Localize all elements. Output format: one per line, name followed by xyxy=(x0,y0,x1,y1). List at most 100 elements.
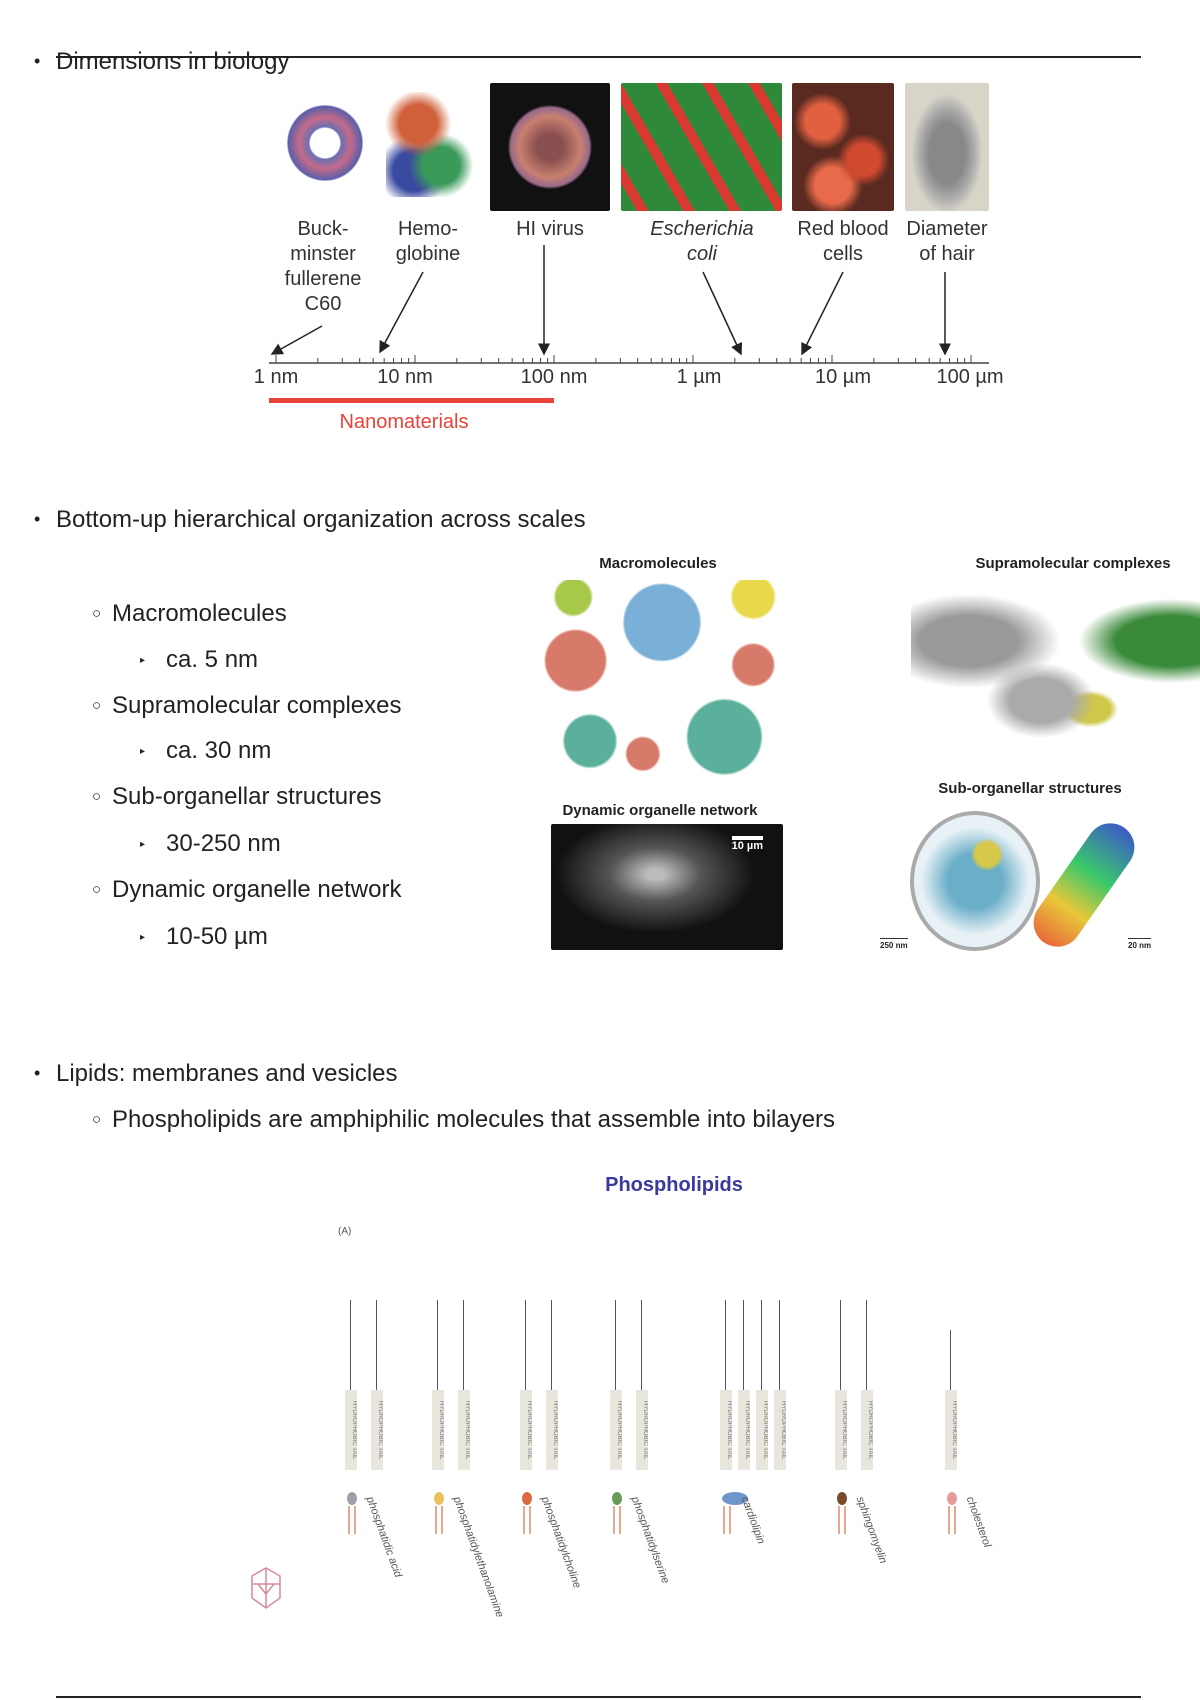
supramolecular-image xyxy=(911,590,1200,760)
level-size: ▸30-250 nm xyxy=(140,830,281,857)
lipid-name: phosphatidic acid xyxy=(363,1495,405,1579)
hydrophobic-tail: HYDROPHOBIC TAIL xyxy=(835,1390,847,1470)
suborganellar-image-1 xyxy=(910,811,1040,951)
bottom-rule xyxy=(56,1696,1141,1698)
hydrophobic-tail: HYDROPHOBIC TAIL xyxy=(636,1390,648,1470)
hydrophobic-tail: HYDROPHOBIC TAIL xyxy=(520,1390,532,1470)
chemical-bond xyxy=(350,1300,351,1390)
hydrophobic-tail: HYDROPHOBIC TAIL xyxy=(774,1390,786,1470)
phospholipids-title: Phospholipids xyxy=(605,1174,743,1196)
hydrophobic-tail: HYDROPHOBIC TAIL xyxy=(371,1390,383,1470)
axis-ticks xyxy=(275,355,972,363)
bullet-text: Bottom-up hierarchical organization acro… xyxy=(56,506,586,533)
dynamic-network-title: Dynamic organelle network xyxy=(562,802,758,819)
tail-icon xyxy=(613,1506,621,1534)
lipid-name: cholesterol xyxy=(963,1495,994,1550)
bullet-hierarchy: •Bottom-up hierarchical organization acr… xyxy=(34,506,586,533)
red-blood-cells-image xyxy=(792,83,894,211)
arrow-rbc xyxy=(801,271,844,356)
bullet-dimensions: •Dimensions in biology xyxy=(34,48,290,75)
tick-label: 1 µm xyxy=(676,366,722,388)
tick-label: 1 nm xyxy=(253,366,299,388)
head-group-icon xyxy=(522,1492,532,1505)
arrow-fullerene xyxy=(270,325,323,355)
top-rule xyxy=(56,56,1141,58)
organelle-network-image: 10 µm xyxy=(551,824,783,950)
head-group-icon xyxy=(947,1492,957,1505)
nanomaterials-bar xyxy=(269,398,554,403)
hemoglobin-image xyxy=(386,92,478,197)
scale-20nm: 20 nm xyxy=(1128,938,1152,950)
head-group-icon xyxy=(612,1492,622,1505)
level-item: ○Macromolecules xyxy=(92,600,287,627)
lipid-name: phosphatidylserine xyxy=(628,1495,672,1586)
hiv-image xyxy=(490,83,610,211)
level-item: ○Dynamic organelle network xyxy=(92,876,402,903)
chemical-bond xyxy=(779,1300,780,1390)
chemical-bond xyxy=(437,1300,438,1390)
chemical-bond xyxy=(743,1300,744,1390)
chemical-bond xyxy=(463,1300,464,1390)
tick-label: 10 µm xyxy=(815,366,871,388)
buckminsterfullerene-image xyxy=(276,88,374,198)
label-hemoglobine: Hemo- globine xyxy=(395,218,461,265)
hydrophobic-tail: HYDROPHOBIC TAIL xyxy=(720,1390,732,1470)
level-item: ○Supramolecular complexes xyxy=(92,692,402,719)
chemical-bond xyxy=(840,1300,841,1390)
hydrophobic-tail: HYDROPHOBIC TAIL xyxy=(861,1390,873,1470)
bullet-lipids: •Lipids: membranes and vesicles xyxy=(34,1060,398,1087)
macromolecules-image xyxy=(542,580,782,792)
hydrophobic-tail: HYDROPHOBIC TAIL xyxy=(756,1390,768,1470)
tick-label: 100 nm xyxy=(520,366,588,388)
level-size: ▸10-50 µm xyxy=(140,923,268,950)
bullet-text: Lipids: membranes and vesicles xyxy=(56,1060,398,1087)
level-size: ▸ca. 5 nm xyxy=(140,646,259,673)
panel-label: (A) xyxy=(338,1226,352,1237)
label-hair: Diameter of hair xyxy=(906,218,988,265)
supramolecular-title: Supramolecular complexes xyxy=(975,555,1171,572)
head-group-icon xyxy=(347,1492,357,1505)
scale-axis xyxy=(269,245,989,403)
hydrophobic-tail: HYDROPHOBIC TAIL xyxy=(432,1390,444,1470)
tail-icon xyxy=(723,1506,731,1534)
arrow-ecoli xyxy=(702,271,743,356)
hydrophobic-tail: HYDROPHOBIC TAIL xyxy=(345,1390,357,1470)
chemical-bond xyxy=(725,1300,726,1390)
hydrophobic-tail: HYDROPHOBIC TAIL xyxy=(738,1390,750,1470)
level-item: ○Sub-organellar structures xyxy=(92,783,382,810)
chemical-bond xyxy=(551,1300,552,1390)
hydrophobic-tail: HYDROPHOBIC TAIL xyxy=(546,1390,558,1470)
head-group-icon xyxy=(434,1492,444,1505)
lipids-sub-bullet: ○Phospholipids are amphiphilic molecules… xyxy=(92,1106,836,1133)
scale-250nm: 250 nm xyxy=(880,938,908,950)
level-size: ▸ca. 30 nm xyxy=(140,737,272,764)
tail-icon xyxy=(838,1506,846,1534)
hair-image xyxy=(905,83,989,211)
tail-icon xyxy=(435,1506,443,1534)
nanomaterials-label: Nanomaterials xyxy=(339,411,469,433)
label-hiv: HI virus xyxy=(516,218,584,240)
lipid-name: sphingomyelin xyxy=(853,1495,890,1566)
chemical-bond xyxy=(761,1300,762,1390)
bullet-text: Dimensions in biology xyxy=(56,48,290,75)
chemical-bond xyxy=(615,1300,616,1390)
label-rbc: Red blood cells xyxy=(797,218,889,265)
chemical-bond xyxy=(376,1300,377,1390)
hydrophobic-tail: HYDROPHOBIC TAIL xyxy=(458,1390,470,1470)
head-group-icon xyxy=(722,1492,748,1505)
lipid-name: phosphatidylcholine xyxy=(538,1495,584,1590)
suborganellar-image-2 xyxy=(1024,813,1144,957)
tick-label: 10 nm xyxy=(377,366,433,388)
arrow-hemoglobine xyxy=(379,271,424,354)
head-group-icon xyxy=(837,1492,847,1505)
suborganellar-title: Sub-organellar structures xyxy=(938,780,1122,797)
label-ecoli: Escherichia coli xyxy=(650,218,754,265)
chemical-bond xyxy=(866,1300,867,1390)
lipid-name: phosphatidylethanolamine xyxy=(450,1495,506,1620)
chemical-bond xyxy=(525,1300,526,1390)
hydrophobic-tail: HYDROPHOBIC TAIL xyxy=(945,1390,957,1470)
tail-icon xyxy=(948,1506,956,1534)
macromolecules-title: Macromolecules xyxy=(599,555,717,572)
hydrophobic-tail: HYDROPHOBIC TAIL xyxy=(610,1390,622,1470)
label-fullerene: Buck- minster fullerene C60 xyxy=(284,218,362,315)
